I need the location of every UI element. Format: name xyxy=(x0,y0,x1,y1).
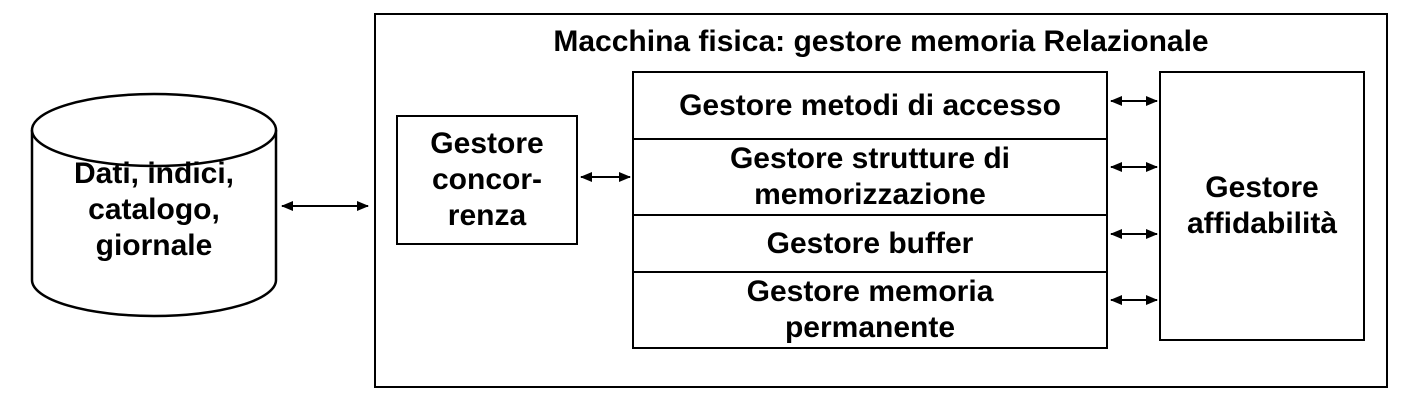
physical-machine-title: Macchina fisica: gestore memoria Relazio… xyxy=(553,25,1209,58)
concurrency-manager-box xyxy=(396,115,578,245)
access-methods-manager-label: Gestore metodi di accesso xyxy=(679,88,1061,122)
buffer-manager-box xyxy=(632,214,1108,273)
concurrency-manager-label: Gestore concor- renza xyxy=(430,127,544,232)
permanent-memory-manager-box xyxy=(632,271,1108,349)
access-methods-manager-box xyxy=(632,71,1108,140)
reliability-manager-label: Gestore affidabilità xyxy=(1186,171,1337,240)
storage-structures-manager-label: Gestore strutture di memorizzazione xyxy=(729,142,1011,211)
storage-structures-manager-box xyxy=(632,138,1108,216)
buffer-manager-label: Gestore buffer xyxy=(766,226,974,260)
permanent-memory-manager-label: Gestore memoria permanente xyxy=(746,275,994,344)
database-label: Dati, indici, catalogo, giornale xyxy=(73,157,235,262)
database-cylinder xyxy=(30,92,278,318)
reliability-manager-box xyxy=(1159,71,1365,341)
